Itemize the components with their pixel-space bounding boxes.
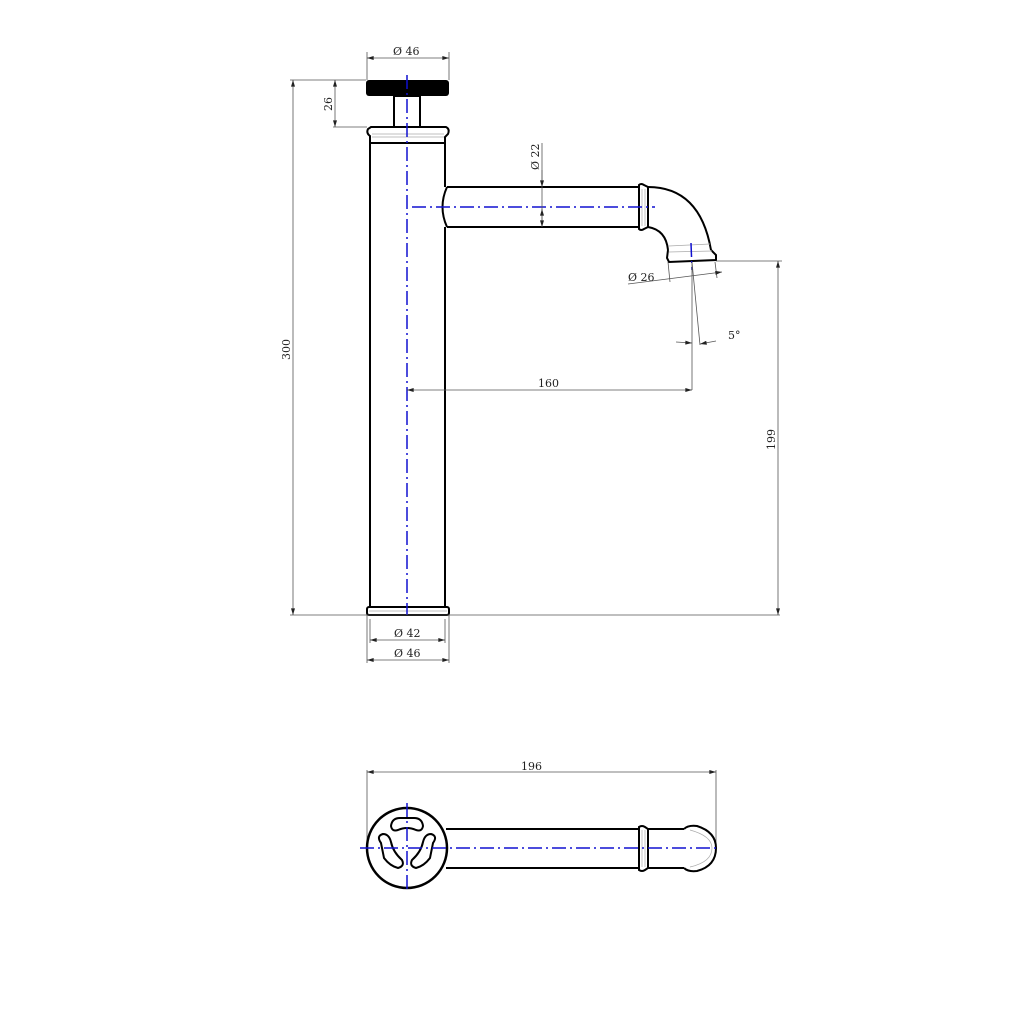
dim-total-height: 300 (280, 339, 293, 360)
top-spout-pipe (446, 828, 639, 869)
faucet-body (369, 143, 446, 607)
top-view: 196 (360, 760, 718, 893)
dim-handle-height: 26 (322, 97, 335, 111)
dim-handle-diameter: Ø 46 (393, 45, 420, 58)
dim-spout-diameter: Ø 22 (529, 143, 542, 170)
dim-body-diameter: Ø 42 (394, 627, 421, 640)
top-collar (366, 126, 450, 144)
dim-outlet-height: 199 (765, 429, 778, 450)
outlet-centerline (690, 242, 693, 271)
dim-total-length: 196 (521, 760, 542, 773)
dim-outlet-angle: 5° (728, 329, 741, 342)
dim-spout-reach: 160 (538, 377, 559, 390)
dim-base-diameter: Ø 46 (394, 647, 421, 660)
spout-elbow (647, 186, 712, 251)
handle-slot-left (377, 832, 404, 870)
handle-slot-right (410, 832, 437, 870)
side-dimensions: Ø 46 26 300 Ø 22 Ø 26 5° 160 199 Ø 42 Ø … (280, 45, 782, 663)
handle-slot-top (389, 817, 425, 832)
outlet-flange (665, 249, 717, 264)
dim-outlet-diameter: Ø 26 (628, 271, 655, 284)
